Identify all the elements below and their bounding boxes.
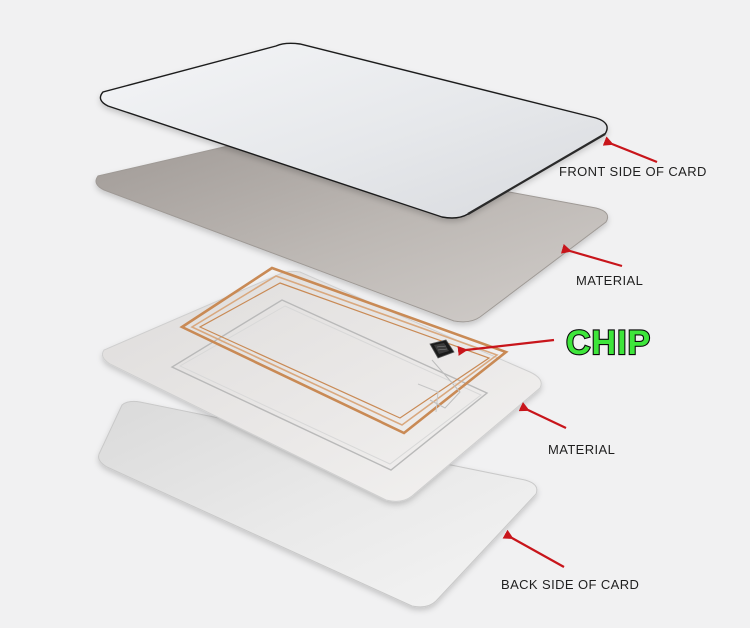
- back-side-label: BACK SIDE OF CARD: [501, 577, 639, 592]
- arrow-material-top: [560, 243, 623, 268]
- chip-label: CHIP: [566, 324, 651, 362]
- arrow-back-side: [502, 529, 565, 568]
- microchip-icon: [429, 339, 455, 359]
- material-bottom-label: MATERIAL: [548, 442, 615, 457]
- back-card-layer: [98, 400, 538, 608]
- front-card-layer: [99, 42, 608, 219]
- arrow-chip: [457, 338, 555, 356]
- antenna-coil: [179, 266, 509, 435]
- arrow-material-bottom: [518, 402, 567, 429]
- arrow-front-side: [602, 136, 658, 164]
- front-side-label: FRONT SIDE OF CARD: [559, 164, 707, 179]
- inlay-material-layer: [102, 266, 542, 502]
- material-top-label: MATERIAL: [576, 273, 643, 288]
